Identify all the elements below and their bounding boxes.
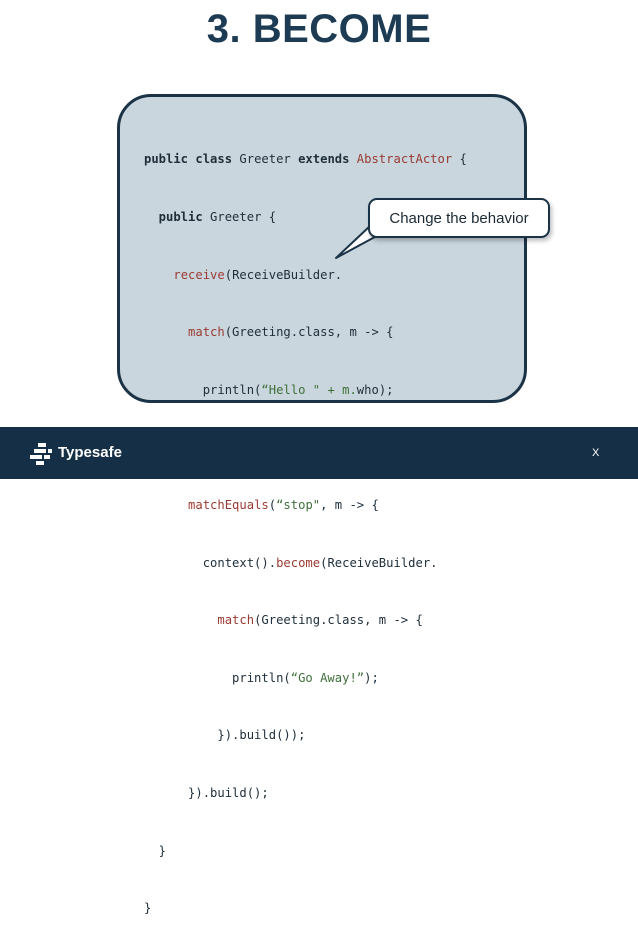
code-line-2: public Greeter { xyxy=(144,208,467,227)
code-token xyxy=(144,498,188,512)
code-token: “stop" xyxy=(276,497,321,512)
code-token: AbstractActor xyxy=(356,152,453,167)
code-token: Greeter xyxy=(239,152,299,167)
code-token: (Greeting.class, m -> { xyxy=(224,325,394,340)
code-token: matchEquals xyxy=(188,497,269,512)
code-token: { xyxy=(452,152,467,167)
code-token: (ReceiveBuilder. xyxy=(224,267,343,282)
brand-name: Typesafe xyxy=(58,444,122,461)
page-number: X xyxy=(592,447,600,459)
code-token: ( xyxy=(268,497,277,512)
code-token: println( xyxy=(144,382,262,397)
code-token: , m -> { xyxy=(320,497,379,512)
code-line-3: receive(ReceiveBuilder. xyxy=(144,266,467,285)
code-line-7: matchEquals(“stop", m -> { xyxy=(144,496,467,515)
code-line-4: match(Greeting.class, m -> { xyxy=(144,323,467,342)
code-token: }).build(); xyxy=(144,785,269,800)
code-token xyxy=(144,325,188,339)
code-line-11: }).build()); xyxy=(144,726,467,745)
code-line-10: println(“Go Away!”); xyxy=(144,669,467,688)
code-token: (Greeting.class, m -> { xyxy=(254,613,423,628)
code-token: match xyxy=(188,325,225,340)
code-token: who xyxy=(356,382,379,397)
code-token: ); xyxy=(378,382,394,397)
code-panel xyxy=(117,94,527,403)
code-token: public xyxy=(144,210,211,224)
code-token: extends xyxy=(298,152,357,167)
code-token: “Hello " + m. xyxy=(261,382,357,397)
code-token: } xyxy=(144,901,152,916)
code-token: match xyxy=(217,613,255,628)
footer-bar xyxy=(0,427,638,479)
callout-bubble: Change the behavior xyxy=(368,198,550,238)
code-token: Greeter { xyxy=(210,210,277,224)
code-line-13: } xyxy=(144,842,467,861)
code-token: “Go Away!” xyxy=(290,670,365,685)
code-line-14: } xyxy=(144,899,467,918)
code-token: receive xyxy=(173,267,225,282)
code-line-8: context().become(ReceiveBuilder. xyxy=(144,554,467,573)
code-token xyxy=(144,268,173,282)
code-token xyxy=(144,613,217,627)
slide-title: 3. BECOME xyxy=(206,7,432,51)
code-token: println( xyxy=(144,670,291,685)
code-token: } xyxy=(144,843,167,858)
code-token: (ReceiveBuilder. xyxy=(320,555,438,570)
code-token: }).build()); xyxy=(144,728,306,743)
code-line-9: match(Greeting.class, m -> { xyxy=(144,611,467,630)
code-token: public class xyxy=(144,152,240,167)
code-line-5: println(“Hello " + m.who); xyxy=(144,381,467,400)
code-token: become xyxy=(276,555,321,570)
typesafe-logo-icon xyxy=(30,443,52,465)
code-token: context(). xyxy=(144,555,277,570)
code-line-1: public class Greeter extends AbstractAct… xyxy=(144,150,467,169)
code-line-12: }).build(); xyxy=(144,784,467,803)
code-token: ); xyxy=(364,670,379,685)
